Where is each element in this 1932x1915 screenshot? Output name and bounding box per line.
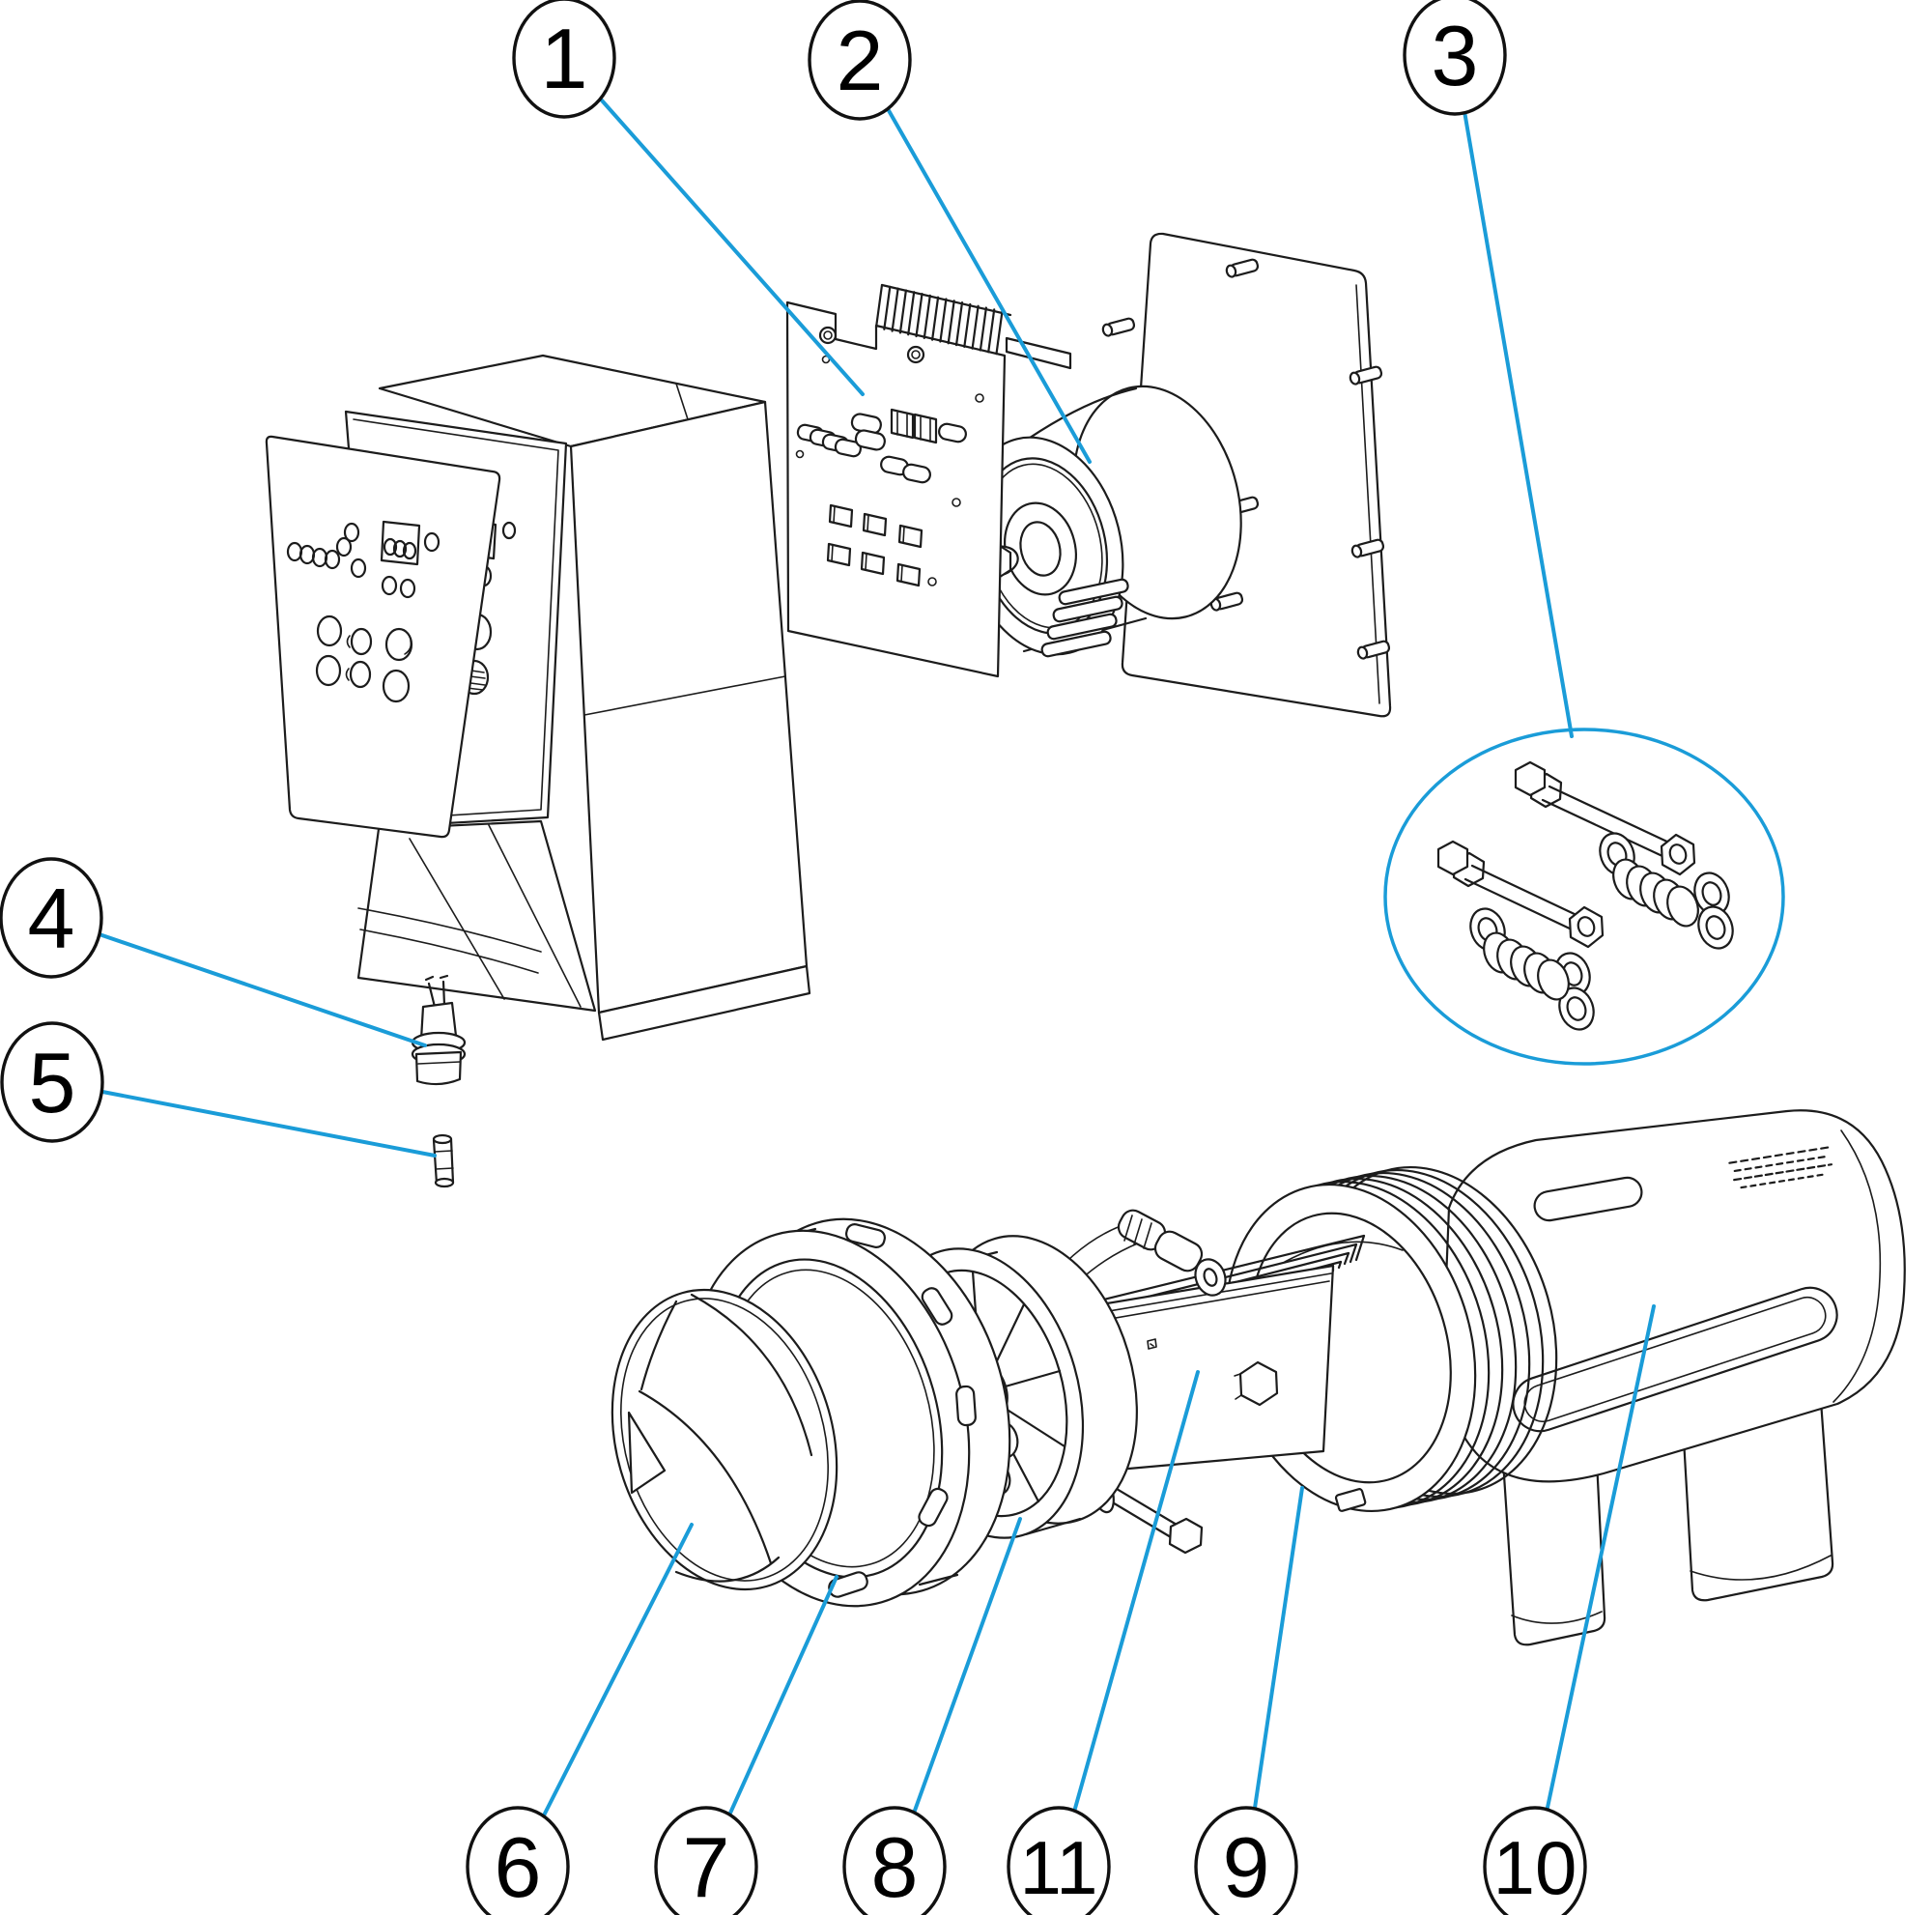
- callout-9: 9: [1194, 1806, 1298, 1915]
- callout-2: 2: [808, 0, 912, 121]
- cell-port: [1681, 1386, 1834, 1602]
- springs: [1483, 858, 1699, 1001]
- transformer-wires: [1040, 578, 1129, 658]
- callout-circle-11: [1007, 1806, 1111, 1915]
- keypad-buttons: [315, 615, 413, 703]
- callout-number-9: 9: [1223, 1819, 1270, 1915]
- heatsink-fin: [939, 298, 948, 343]
- capacitors: [796, 413, 967, 484]
- callout-circle-1: [512, 0, 616, 119]
- cell-assembly: [611, 1109, 1906, 1646]
- display-window: [380, 520, 421, 566]
- heatsink-fin: [995, 310, 1004, 356]
- front-membrane-panel: [265, 435, 501, 839]
- callout-11: 11: [1007, 1806, 1111, 1915]
- callout-number-7: 7: [683, 1819, 730, 1915]
- leader-line-10: [1533, 1304, 1656, 1869]
- callout-circle-7: [654, 1806, 758, 1915]
- cell-body: [1441, 1109, 1906, 1483]
- leader-line-9: [1244, 1486, 1304, 1869]
- ring-tabs: [828, 1223, 977, 1598]
- callout-3: 3: [1403, 0, 1507, 116]
- leader-lines-layer: [49, 53, 1656, 1869]
- heatsink-fin: [930, 296, 940, 341]
- heatsink-fin: [907, 291, 916, 336]
- terminal-block: [890, 408, 938, 444]
- callouts-layer: 1 2 3 4 5 6 7 8 11 9 10: [0, 0, 1587, 1915]
- callout-6: 6: [466, 1806, 570, 1915]
- heatsink-fin: [874, 283, 884, 329]
- callout-circle-5: [0, 1021, 104, 1143]
- callout-number-3: 3: [1432, 8, 1479, 103]
- heatsink-fin: [979, 306, 988, 352]
- heatsink-fin: [963, 302, 972, 349]
- heatsink-fin: [947, 300, 955, 345]
- heatsink-fin: [915, 292, 923, 338]
- fuse-part: [432, 1133, 455, 1188]
- bolt: [1436, 840, 1605, 949]
- leader-line-3: [1453, 53, 1574, 738]
- flow-switch-part: [411, 974, 467, 1086]
- heatsink-fin: [923, 294, 931, 339]
- callout-circle-10: [1483, 1806, 1587, 1915]
- detail-bubble: [1383, 728, 1785, 1066]
- leader-line-2: [858, 58, 1092, 464]
- heatsink-fin: [883, 285, 892, 330]
- heatsink-fin: [971, 304, 980, 350]
- callout-circle-4: [0, 857, 103, 979]
- callout-1: 1: [512, 0, 616, 119]
- callout-8: 8: [842, 1806, 947, 1915]
- leader-line-8: [893, 1517, 1022, 1869]
- callout-number-10: 10: [1493, 1825, 1577, 1910]
- callout-number-4: 4: [28, 871, 75, 966]
- heatsink-fin: [954, 301, 964, 347]
- bolt: [1514, 760, 1696, 876]
- callout-number-11: 11: [1020, 1825, 1098, 1910]
- led-row: [286, 522, 367, 579]
- transformer: [962, 385, 1242, 658]
- hardware-kit-detail: [1383, 728, 1785, 1066]
- heatsink-fin: [891, 287, 899, 332]
- engraved-text-block: [1728, 1145, 1833, 1189]
- callout-number-5: 5: [29, 1035, 76, 1130]
- callout-5: 5: [0, 1021, 104, 1143]
- callout-circle-6: [466, 1806, 570, 1915]
- leader-line-5: [50, 1080, 437, 1158]
- heatsink-fin: [987, 308, 996, 354]
- callout-4: 4: [0, 857, 103, 979]
- pcb-board: [785, 283, 1072, 678]
- cell-dome-cap: [611, 1288, 838, 1591]
- leader-line-11: [1057, 1370, 1200, 1869]
- leader-line-4: [49, 916, 427, 1047]
- heatsink-fin: [898, 289, 908, 334]
- callout-circle-3: [1403, 0, 1507, 116]
- callout-7: 7: [654, 1806, 758, 1915]
- callout-circle-9: [1194, 1806, 1298, 1915]
- leader-line-1: [562, 56, 865, 396]
- transistors: [826, 503, 923, 587]
- leader-line-6: [516, 1523, 694, 1869]
- callout-circle-2: [808, 0, 912, 121]
- cell-port: [1501, 1440, 1606, 1646]
- callout-10: 10: [1483, 1806, 1587, 1915]
- callout-number-6: 6: [495, 1819, 542, 1915]
- cable-terminal: [1117, 1209, 1227, 1297]
- callout-number-1: 1: [541, 11, 588, 106]
- callout-number-8: 8: [871, 1819, 919, 1915]
- callout-circle-8: [842, 1806, 947, 1915]
- callout-number-2: 2: [837, 13, 884, 108]
